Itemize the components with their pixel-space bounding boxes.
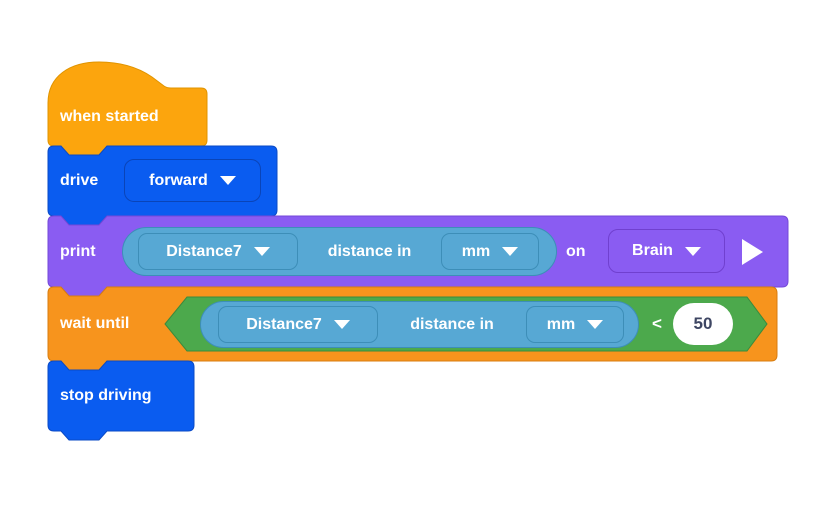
drive-direction-dropdown[interactable]: forward [124,159,261,202]
triangle-right-icon [742,238,763,265]
distance-reporter-block[interactable]: Distance7 distance in mm [200,301,639,348]
unit-dropdown[interactable]: mm [525,306,624,343]
print-device-value: Brain [632,242,673,259]
print-device-dropdown[interactable]: Brain [608,229,725,273]
drive-direction-value: forward [149,171,208,189]
sensor-dropdown[interactable]: Distance7 [218,306,378,343]
stop-driving-block-shape[interactable] [47,360,195,441]
sensor-value: Distance7 [246,315,322,333]
unit-value: mm [546,315,576,333]
unit-value: mm [461,242,491,260]
sensor-dropdown[interactable]: Distance7 [138,233,298,270]
print-expand-button[interactable] [742,216,763,287]
dropdown-caret-icon [587,320,604,329]
unit-dropdown[interactable]: mm [440,233,539,270]
when-started-block-shape[interactable] [47,61,208,156]
sensor-value: Distance7 [166,242,242,260]
dropdown-caret-icon [219,176,236,185]
distance-reporter-block[interactable]: Distance7 distance in mm [122,227,557,276]
distance-in-label: distance in [410,315,494,333]
dropdown-caret-icon [253,247,270,256]
dropdown-caret-icon [684,246,701,256]
threshold-value-input[interactable]: 50 [673,303,733,345]
distance-in-label: distance in [327,242,412,260]
dropdown-caret-icon [333,320,350,329]
dropdown-caret-icon [502,247,519,256]
